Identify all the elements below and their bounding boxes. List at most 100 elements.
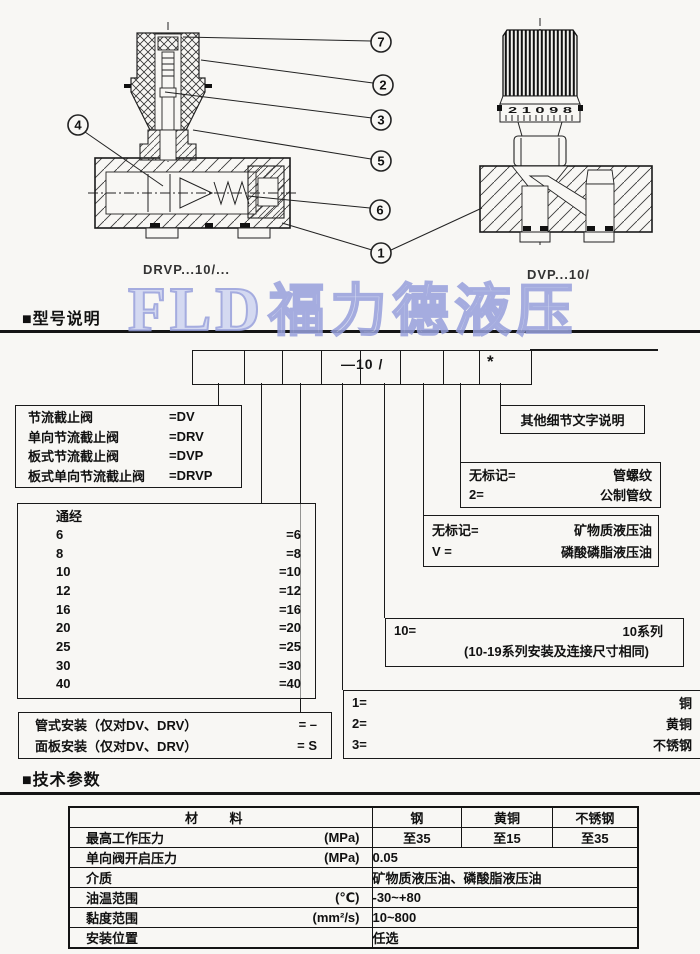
callout-6-num: 6 <box>376 203 383 218</box>
strip-divider <box>443 351 445 384</box>
header-material: 材 料 <box>68 806 373 828</box>
strip-divider <box>400 351 402 384</box>
strip-divider <box>360 351 362 384</box>
callout-1-num: 1 <box>377 246 384 261</box>
bore-label: 40 <box>56 676 71 692</box>
material-value: 不锈钢 <box>652 738 692 753</box>
fluid-type-box: 无标记= 矿物质液压油 V = 磷酸磷脂液压油 <box>423 515 659 567</box>
bore-code: =16 <box>278 601 301 617</box>
series-name: 10系列 <box>622 624 663 639</box>
header-brass: 黄铜 <box>461 806 553 828</box>
tech-parameters-heading: ■技术参数 <box>22 772 101 789</box>
row-value: 10~800 <box>371 907 639 928</box>
valve-section-diagrams: 2 1 0 9 8 <box>67 18 653 282</box>
row-label: 油温范围 <box>86 891 139 906</box>
header-steel: 钢 <box>371 806 463 828</box>
callout-5-num: 5 <box>377 154 384 169</box>
left-drawing-caption: DRVP...10/... <box>143 262 230 277</box>
bore-size-box: 通经 6=6 8=8 10=10 12=12 16=16 20=20 25=25… <box>17 503 316 699</box>
row-label: 最高工作压力 <box>86 831 165 846</box>
bore-code: =12 <box>278 582 301 598</box>
connector-series <box>384 383 386 618</box>
mounting-code: = S <box>297 738 317 753</box>
material-label: 2= <box>352 716 367 731</box>
material-box: 1= 铜 2= 黄铜 3= 不锈钢 <box>343 690 700 759</box>
bore-label: 25 <box>56 638 71 654</box>
bore-label: 12 <box>56 582 71 598</box>
bore-code: =40 <box>278 676 301 692</box>
bore-label: 6 <box>56 526 64 542</box>
knob-scale-digits: 2 1 0 9 8 <box>508 105 573 115</box>
material-label: 3= <box>352 737 367 752</box>
thread-label: 2= <box>469 487 484 503</box>
callout-2: 2 <box>372 74 394 96</box>
thread-label: 无标记= <box>469 467 516 483</box>
table-row-oil-temp: 油温范围 (℃) -30~+80 <box>68 887 639 908</box>
valve-type-label: 板式单向节流截止阀 <box>28 468 146 484</box>
table-row-viscosity: 黏度范围 (mm²/s) 10~800 <box>68 907 639 928</box>
row-value: 任选 <box>371 927 639 949</box>
right-drawing-caption: DVP...10/ <box>527 267 590 282</box>
valve-type-code: =DRVP <box>169 467 213 483</box>
other-details-text: 其他细节文字说明 <box>520 413 625 428</box>
material-label: 1= <box>352 695 367 710</box>
model-code-series-infix: —10 / <box>341 356 384 372</box>
model-section-rule <box>0 330 700 333</box>
bore-code: =25 <box>278 638 301 654</box>
tech-parameters-table: 材 料 钢 黄铜 不锈钢 最高工作压力 (MPa) 至35 至15 至35 单向… <box>68 806 639 949</box>
header-stainless: 不锈钢 <box>551 806 639 828</box>
bore-label: 30 <box>56 657 71 673</box>
valve-type-label: 单向节流截止阀 <box>28 429 120 445</box>
right-valve-drawing: 2 1 0 9 8 <box>479 18 653 245</box>
table-header-row: 材 料 钢 黄铜 不锈钢 <box>68 806 639 828</box>
row-value: 0.05 <box>371 847 639 868</box>
material-value: 铜 <box>678 696 692 711</box>
row-unit: (MPa) <box>324 850 360 865</box>
fluid-value: 矿物质液压油 <box>573 522 652 538</box>
left-valve-drawing <box>88 22 298 239</box>
callout-3: 3 <box>370 109 392 131</box>
valve-type-code: =DVP <box>169 448 204 464</box>
mounting-label: 面板安装（仅对DV、DRV） <box>35 739 198 754</box>
model-code-strip <box>192 350 532 385</box>
series-code: 10= <box>394 623 417 638</box>
callout-7-num: 7 <box>377 35 384 50</box>
callout-7: 7 <box>370 31 392 53</box>
row-value: -30~+80 <box>371 887 639 908</box>
row-value: 至35 <box>551 827 639 848</box>
strip-divider <box>479 351 481 384</box>
mounting-label: 管式安装（仅对DV、DRV） <box>35 718 198 733</box>
callout-4: 4 <box>67 114 89 136</box>
fluid-label: 无标记= <box>432 522 479 538</box>
thread-value: 公制管纹 <box>599 488 652 504</box>
bore-label: 20 <box>56 620 71 636</box>
table-row-opening-pressure: 单向阀开启压力 (MPa) 0.05 <box>68 847 639 868</box>
strip-divider <box>282 351 284 384</box>
mounting-box: 管式安装（仅对DV、DRV） = – 面板安装（仅对DV、DRV） = S <box>18 712 332 759</box>
bore-code: =20 <box>278 620 301 636</box>
connector-bore <box>261 383 263 503</box>
strip-divider <box>321 351 323 384</box>
callout-leader-lines <box>84 36 483 251</box>
bore-label: 10 <box>56 564 71 580</box>
strip-divider <box>244 351 246 384</box>
row-label: 安装位置 <box>86 931 139 946</box>
valve-type-code: =DV <box>169 409 195 425</box>
bore-code: =6 <box>286 526 301 542</box>
thread-type-box: 无标记= 管螺纹 2= 公制管纹 <box>460 462 661 508</box>
valve-type-code: =DRV <box>169 428 204 444</box>
callout-3-num: 3 <box>377 113 384 128</box>
tech-section-rule <box>0 792 700 795</box>
row-value: 至15 <box>461 827 553 848</box>
row-label: 单向阀开启压力 <box>86 851 178 866</box>
thread-value: 管螺纹 <box>612 467 652 483</box>
row-value: 矿物质液压油、磷酸脂液压油 <box>371 867 639 888</box>
connector-thread <box>460 383 462 462</box>
bore-code: =30 <box>278 657 301 673</box>
bore-label: 16 <box>56 601 71 617</box>
valve-type-label: 板式节流截止阀 <box>28 449 120 465</box>
series-box: 10= 10系列 (10-19系列安装及连接尺寸相同) <box>385 618 684 667</box>
connector-valve-type <box>218 383 220 405</box>
material-value: 黄铜 <box>665 717 692 732</box>
